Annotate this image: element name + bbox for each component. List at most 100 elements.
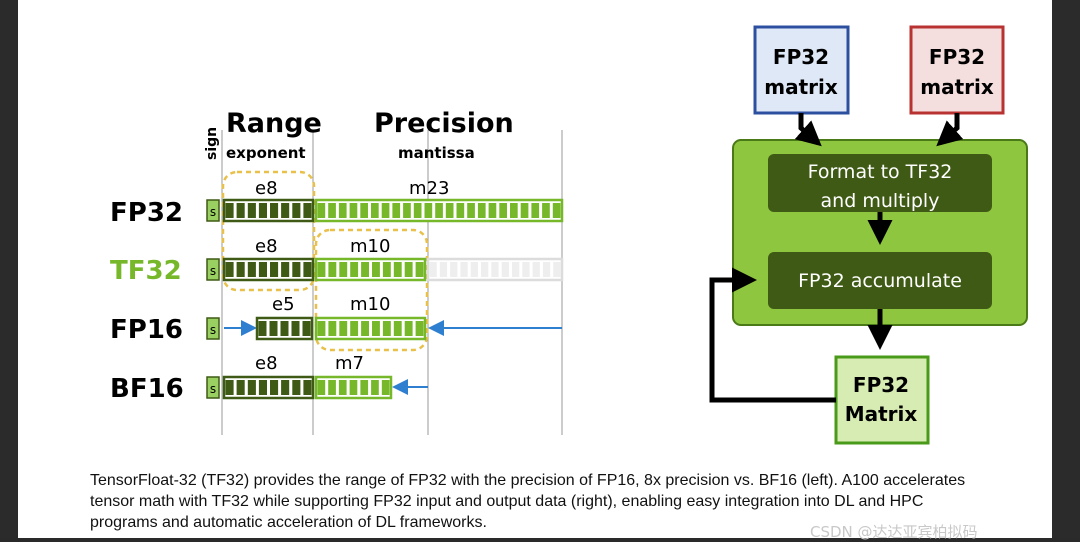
viewer-right-edge [1052, 0, 1080, 538]
tf32-exponent-bit [292, 262, 301, 277]
row-label-bf16: BF16 [110, 374, 184, 404]
exp-label-bf16: e8 [255, 353, 278, 374]
caption: TensorFloat-32 (TF32) provides the range… [90, 472, 966, 531]
fp32-mantissa-bit [349, 203, 358, 218]
tf32-mantissa-bit [361, 262, 369, 277]
man-label-bf16: m7 [335, 353, 364, 374]
input-a-line2: matrix [764, 75, 838, 99]
exp-label-tf32: e8 [255, 236, 278, 257]
fp32-exponent-bit [292, 203, 301, 218]
tf32-exponent-bit [258, 262, 267, 277]
fp16-exponent-bit [280, 321, 289, 336]
fp32-mantissa-bit [381, 203, 390, 218]
fp32-mantissa-bit [510, 203, 518, 218]
precision-highlight [314, 228, 429, 352]
fp32-exponent-bit [258, 203, 267, 218]
fp32-exponent-bit [303, 203, 312, 218]
input-b-line1: FP32 [929, 45, 985, 69]
sign-bit [206, 376, 220, 399]
arrow-a-to-format [794, 113, 822, 147]
tf32-unused-bit [491, 262, 499, 277]
fp16-mantissa-bit [372, 321, 380, 336]
watermark: CSDN @达达亚宾柏拟码 [810, 523, 978, 541]
tf32-unused-bit [553, 262, 561, 277]
fp32-exponent-bit [281, 203, 290, 218]
tf32-unused-bit [532, 262, 540, 277]
sign-bit-label: s [210, 323, 216, 337]
output-line1: FP32 [853, 373, 909, 397]
fp16-mantissa-bit [328, 321, 337, 336]
fp16-mantissa-bit [382, 321, 391, 336]
sign-bit-label: s [210, 205, 216, 219]
input-a-line1: FP32 [773, 45, 829, 69]
precision-title: Precision [374, 108, 514, 139]
viewer-left-edge [0, 0, 18, 538]
precision-subtitle: mantissa [398, 144, 475, 162]
exp-label-fp32: e8 [255, 178, 278, 199]
fp16-mantissa-bit [404, 321, 413, 336]
range-title: Range [226, 108, 322, 139]
accumulate-box [768, 252, 992, 309]
bf16-mantissa-bit [381, 380, 390, 395]
fp32-mantissa-bit [477, 203, 486, 218]
tf32-mantissa-bit [393, 262, 402, 277]
tf32-unused-bit [450, 262, 458, 277]
row-label-fp32: FP32 [110, 198, 183, 228]
man-label-fp32: m23 [409, 178, 449, 199]
tf32-exponent-bit [281, 262, 290, 277]
bf16-mantissa-bit [338, 380, 347, 395]
output-line2: Matrix [845, 402, 918, 426]
tf32-diagram: sign Range exponent Precision mantissa F… [110, 25, 1028, 445]
tensor-core-flow: FP32 matrix FP32 matrix Format to TF32 a… [709, 25, 1028, 445]
man-label-tf32: m10 [350, 236, 390, 257]
accumulate-label: FP32 accumulate [798, 270, 962, 292]
arrow-feedback-loop [709, 267, 836, 403]
tf32-mantissa-bit [328, 262, 337, 277]
fp32-mantissa-bit [317, 203, 326, 218]
bf16-mantissa-bit [371, 380, 379, 395]
input-b-line2: matrix [920, 75, 994, 99]
output-matrix [834, 355, 930, 445]
tf32-unused-bit [522, 262, 530, 277]
tf32-unused-bit [512, 262, 520, 277]
tf32-exponent-bit [270, 262, 279, 277]
fp32-mantissa-bit [488, 203, 497, 218]
fp16-mantissa-bit [317, 321, 326, 336]
fp16-mantissa-bit [339, 321, 348, 336]
tf32-unused-bit [542, 262, 551, 277]
bf16-exponent-bit [303, 380, 312, 395]
input-matrix-a [753, 25, 850, 115]
tf32-unused-bit [470, 262, 478, 277]
tf32-exponent-bit [303, 262, 312, 277]
bf16-mantissa-bit [360, 380, 369, 395]
range-highlight [221, 170, 316, 292]
bf16-exponent-bit [281, 380, 290, 395]
sign-bit [206, 317, 220, 340]
fp32-mantissa-bit [552, 203, 561, 218]
fp16-mantissa-bit [415, 321, 424, 336]
tf32-exponent-bit [247, 262, 256, 277]
fp32-mantissa-bit [456, 203, 465, 218]
arrow-b-to-format [936, 113, 964, 147]
fp32-exponent-bit [270, 203, 279, 218]
fp16-exponent-bit [258, 321, 267, 336]
format-multiply-box [768, 154, 992, 212]
fp16-exponent-bit [302, 321, 311, 336]
fp32-mantissa-bit [435, 203, 443, 218]
fp32-exponent-outline [222, 198, 315, 223]
sign-bit [206, 199, 220, 222]
fp32-exponent-bit [225, 203, 234, 218]
fp32-mantissa-bit [531, 203, 540, 218]
tf32-mantissa-bit [415, 262, 424, 277]
fp32-exponent-bit [236, 203, 245, 218]
tf32-unused-bit [439, 262, 448, 277]
bf16-mantissa-bit [317, 380, 326, 395]
tf32-exponent-outline [222, 257, 315, 282]
format-comparison: sign Range exponent Precision mantissa F… [110, 108, 564, 435]
tf32-unused-bit [501, 262, 509, 277]
sign-bit [206, 258, 220, 281]
bf16-exponent-bit [258, 380, 267, 395]
sign-bit-label: s [210, 382, 216, 396]
bf16-mantissa-bit [349, 380, 358, 395]
